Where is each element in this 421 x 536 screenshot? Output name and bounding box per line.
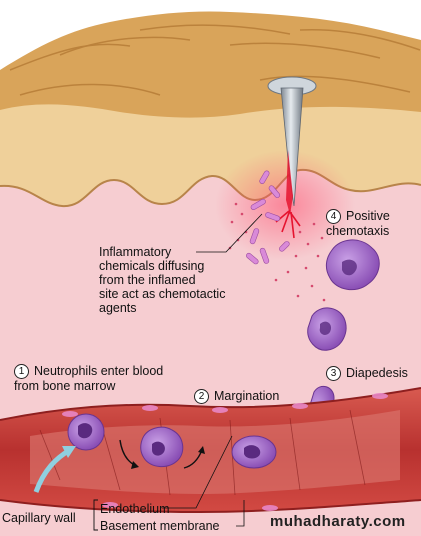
skin-ridges <box>9 24 421 96</box>
rolling-arrow-left-head <box>131 461 139 469</box>
capillary <box>0 387 421 514</box>
chemical-particles <box>228 202 326 302</box>
step-4-number: 4 <box>326 209 341 224</box>
label-basement-membrane: Basement membrane <box>100 519 220 533</box>
label-step-2: 2 Margination <box>194 389 279 404</box>
neutrophil-migrating <box>307 307 347 351</box>
label-step-3: 3 Diapedesis <box>326 366 408 381</box>
step-4-text: Positive chemotaxis <box>326 209 390 238</box>
endothelium-leader-line <box>162 435 233 509</box>
neutrophil-margination <box>140 426 184 467</box>
chemicals-leader-line <box>196 213 263 253</box>
chemotactic-chemicals <box>246 170 290 265</box>
neutrophil-rolling <box>231 435 277 469</box>
neutrophil-chemotaxis <box>325 239 380 291</box>
bone-marrow-entry-arrowhead <box>62 446 76 458</box>
label-capillary-wall: Capillary wall <box>2 511 76 525</box>
label-endothelium: Endothelium <box>100 502 170 516</box>
step-2-number: 2 <box>194 389 209 404</box>
nail <box>267 76 317 215</box>
label-chemotactic-chemicals: Inflammatory chemicals diffusing from th… <box>99 245 226 315</box>
watermark: muhadharaty.com <box>270 513 406 530</box>
step-3-text: Diapedesis <box>346 366 408 380</box>
step-2-text: Margination <box>214 389 280 403</box>
rolling-arrow-right-head <box>198 446 205 454</box>
basement-membrane-leader-line <box>236 500 245 527</box>
step-3-number: 3 <box>326 366 341 381</box>
inflamed-site-glow <box>215 150 355 260</box>
neutrophil-in-blood <box>67 413 105 451</box>
step-1-text: Neutrophils enter blood from bone marrow <box>14 364 164 393</box>
capillary-wall-bracket <box>93 499 98 531</box>
step-1-number: 1 <box>14 364 29 379</box>
